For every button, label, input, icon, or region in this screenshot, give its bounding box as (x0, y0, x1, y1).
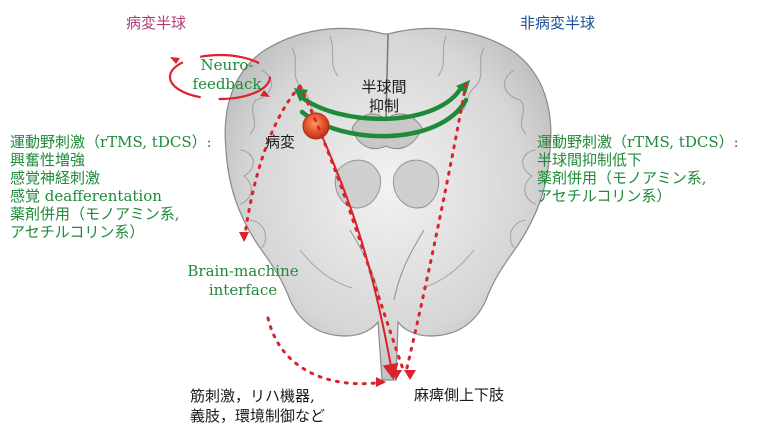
interhemispheric-inhibition-label: 半球間 抑制 (352, 78, 416, 116)
bmi-label: Brain-machine interface (168, 262, 318, 300)
affected-hemisphere-label: 病変半球 (126, 14, 186, 33)
peripheral-devices-label: 筋刺激，リハ機器, 義肢，環境制御など (190, 386, 325, 426)
unaffected-hemisphere-label: 非病変半球 (520, 14, 595, 33)
paretic-limbs-label: 麻痺側上下肢 (414, 386, 504, 405)
lesion-marker (303, 113, 329, 139)
right-interventions-list: 運動野刺激（rTMS, tDCS）: 半球間抑制低下 薬剤併用（モノアミン系, … (537, 133, 739, 205)
left-interventions-list: 運動野刺激（rTMS, tDCS）: 興奮性増強 感覚神経刺激 感覚 deaff… (10, 133, 212, 241)
lesion-label: 病変 (265, 133, 295, 152)
neurofeedback-label: Neuro- feedback (192, 56, 262, 94)
